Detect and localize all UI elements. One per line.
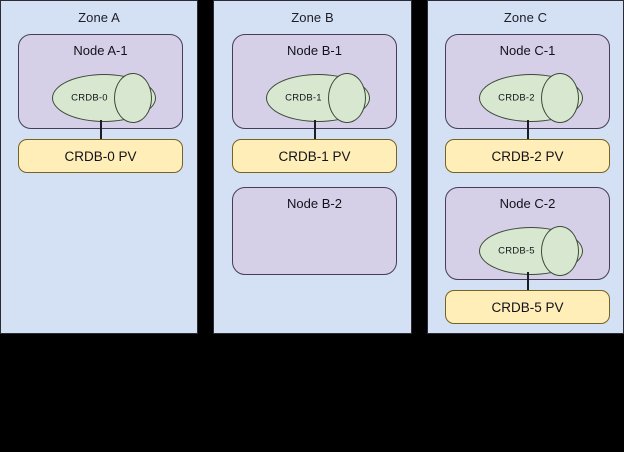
pv-label: CRDB-0 PV: [64, 148, 137, 164]
zone-title-c: Zone C: [503, 10, 548, 25]
database-cylinder-crdb-1[interactable]: CRDB-1: [266, 72, 370, 124]
connector-node-c-2-to-pv: [527, 272, 529, 292]
node-title-c-2: Node C-2: [499, 196, 556, 211]
node-box-c-2[interactable]: Node C-2 CRDB-5: [445, 187, 610, 280]
pv-box-crdb-0[interactable]: CRDB-0 PV: [18, 139, 183, 173]
connector-node-a-1-to-pv: [100, 120, 102, 141]
pv-label: CRDB-1 PV: [278, 148, 351, 164]
pv-box-crdb-5[interactable]: CRDB-5 PV: [445, 290, 610, 324]
node-title-c-1: Node C-1: [499, 43, 556, 58]
zone-panel-a[interactable]: Zone A Node A-1 CRDB-0 CRDB-0 PV: [0, 0, 198, 334]
pv-label: CRDB-5 PV: [491, 299, 564, 315]
node-title-b-2: Node B-2: [287, 196, 342, 211]
node-title-b-1: Node B-1: [287, 43, 342, 58]
cylinder-end-cap-icon: [114, 72, 152, 124]
node-box-a-1[interactable]: Node A-1 CRDB-0: [18, 34, 183, 129]
cylinder-end-cap-icon: [328, 72, 366, 124]
pv-box-crdb-2[interactable]: CRDB-2 PV: [445, 139, 610, 173]
zone-title-a: Zone A: [78, 10, 120, 25]
zone-panel-c[interactable]: Zone C Node C-1 CRDB-2 CRDB-2 PV Node C-…: [427, 0, 624, 334]
database-label: CRDB-5: [498, 245, 535, 257]
connector-node-c-1-to-pv: [527, 120, 529, 141]
cylinder-end-cap-icon: [541, 72, 579, 124]
pv-box-crdb-1[interactable]: CRDB-1 PV: [232, 139, 397, 173]
database-label: CRDB-1: [285, 92, 322, 104]
database-label: CRDB-2: [498, 92, 535, 104]
zone-panel-b[interactable]: Zone B Node B-1 CRDB-1 CRDB-1 PV Node B-…: [213, 0, 412, 334]
connector-node-b-1-to-pv: [314, 120, 316, 141]
cylinder-end-cap-icon: [541, 225, 579, 277]
pv-label: CRDB-2 PV: [491, 148, 564, 164]
node-box-b-1[interactable]: Node B-1 CRDB-1: [232, 34, 397, 129]
node-box-c-1[interactable]: Node C-1 CRDB-2: [445, 34, 610, 129]
database-cylinder-crdb-5[interactable]: CRDB-5: [479, 225, 583, 277]
zone-title-b: Zone B: [291, 10, 334, 25]
node-box-b-2[interactable]: Node B-2: [232, 187, 397, 275]
database-label: CRDB-0: [71, 92, 108, 104]
node-title-a-1: Node A-1: [73, 43, 128, 58]
database-cylinder-crdb-0[interactable]: CRDB-0: [52, 72, 156, 124]
database-cylinder-crdb-2[interactable]: CRDB-2: [479, 72, 583, 124]
